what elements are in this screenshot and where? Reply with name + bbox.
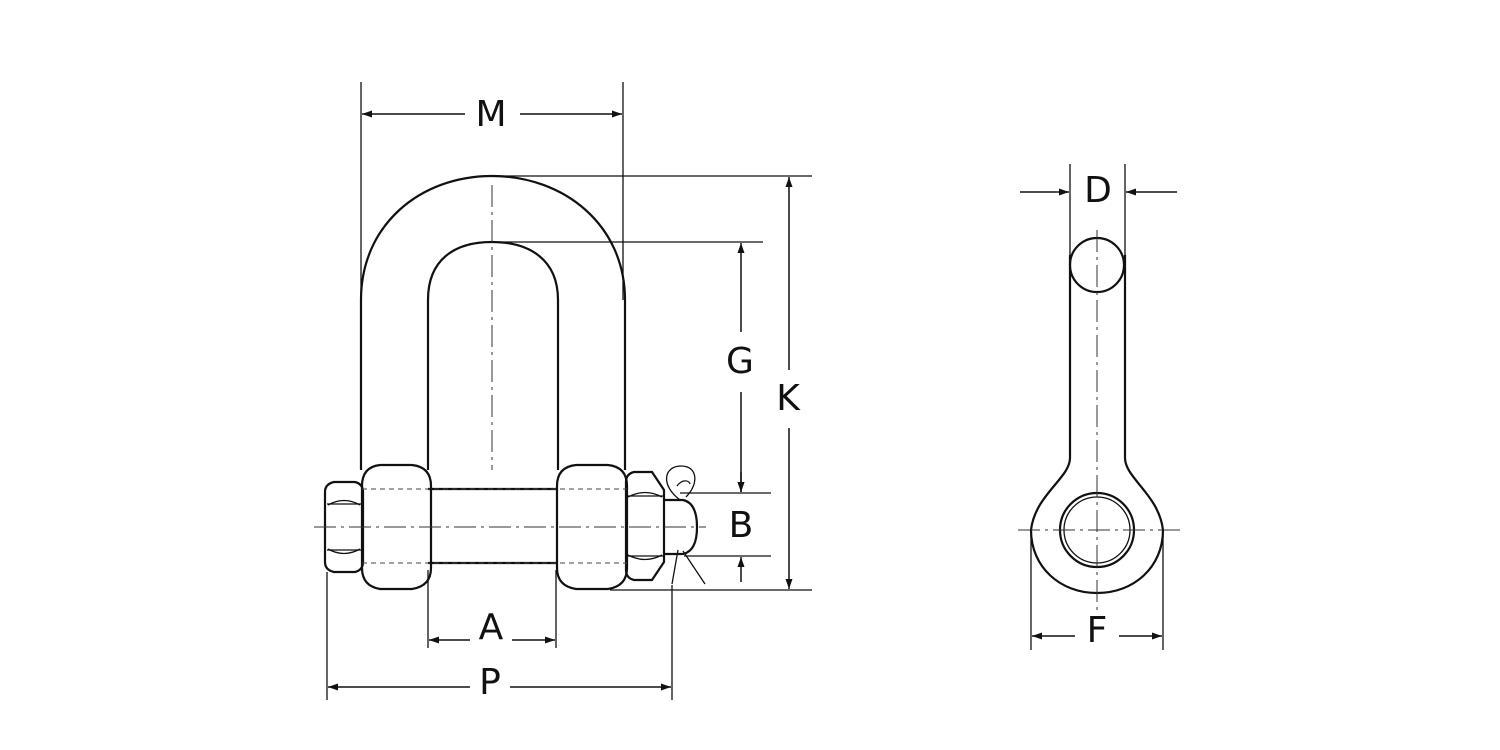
pin-body	[428, 487, 558, 565]
side-view: D F	[1018, 164, 1182, 651]
label-b: B	[729, 505, 754, 546]
label-g: G	[726, 341, 754, 382]
extension-lines	[326, 82, 812, 700]
dimension-k: K	[776, 177, 801, 589]
dimension-a: A	[429, 607, 555, 648]
shackle-bow	[359, 174, 627, 470]
dimension-f: F	[1032, 610, 1162, 651]
dimension-g: G	[726, 243, 754, 492]
label-a: A	[479, 607, 504, 648]
side-extension-lines	[1030, 164, 1164, 650]
label-d: D	[1084, 170, 1112, 211]
front-view: M G K B A P	[314, 82, 812, 703]
left-eye-boss	[360, 463, 433, 591]
pin-head-hex	[323, 480, 365, 574]
pin-end	[664, 498, 699, 556]
right-eye-boss	[555, 463, 629, 591]
label-m: M	[475, 94, 506, 135]
label-p: P	[479, 662, 501, 703]
label-f: F	[1087, 610, 1108, 651]
nut-hex	[624, 470, 666, 582]
dimension-b: B	[729, 472, 754, 582]
dimension-p: P	[328, 662, 671, 703]
dimension-m: M	[362, 94, 622, 135]
dimension-d: D	[1020, 170, 1177, 211]
cotter-pin	[665, 465, 706, 585]
label-k: K	[776, 378, 801, 419]
